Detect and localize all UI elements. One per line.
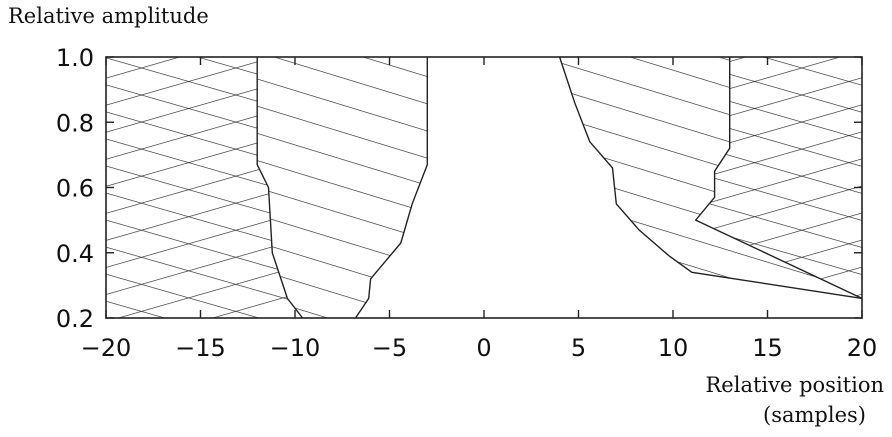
- x-axis-label-line2: (samples): [763, 403, 866, 427]
- y-tick-label: 1.0: [56, 44, 94, 72]
- left-crosshatch-region-b: [106, 57, 303, 318]
- y-tick-label: 0.6: [56, 175, 94, 203]
- ticks-layer: [105, 56, 863, 319]
- x-tick-label: 5: [571, 334, 586, 362]
- x-tick-label: −15: [175, 334, 226, 362]
- y-tick-label: 0.4: [56, 240, 94, 268]
- outer-right-boundary: [694, 57, 863, 300]
- boundaries-layer: [256, 56, 863, 319]
- x-axis-label-line1: Relative position: [705, 373, 885, 397]
- y-tick-label: 0.2: [56, 305, 94, 333]
- inner-left-boundary: [354, 57, 428, 319]
- y-axis-label: Relative amplitude: [8, 4, 209, 28]
- x-tick-label: 15: [752, 334, 783, 362]
- right-crosshatch-region-b: [695, 57, 862, 299]
- regions-layer: [106, 57, 862, 318]
- y-tick-label: 0.8: [56, 109, 94, 137]
- x-tick-label: 10: [658, 334, 689, 362]
- x-tick-label: 0: [476, 334, 491, 362]
- x-tick-labels: −20 −15 −10 −5 0 5 10 15 20: [81, 334, 878, 362]
- x-tick-label: 20: [847, 334, 878, 362]
- inner-right-boundary: [558, 56, 863, 300]
- y-tick-labels: 0.2 0.4 0.6 0.8 1.0: [56, 44, 94, 333]
- outer-left-boundary: [256, 57, 304, 319]
- x-tick-label: −20: [81, 334, 132, 362]
- left-diagonal-region: [257, 57, 428, 318]
- x-tick-label: −5: [372, 334, 407, 362]
- right-diagonal-region: [559, 57, 862, 299]
- x-tick-label: −10: [270, 334, 321, 362]
